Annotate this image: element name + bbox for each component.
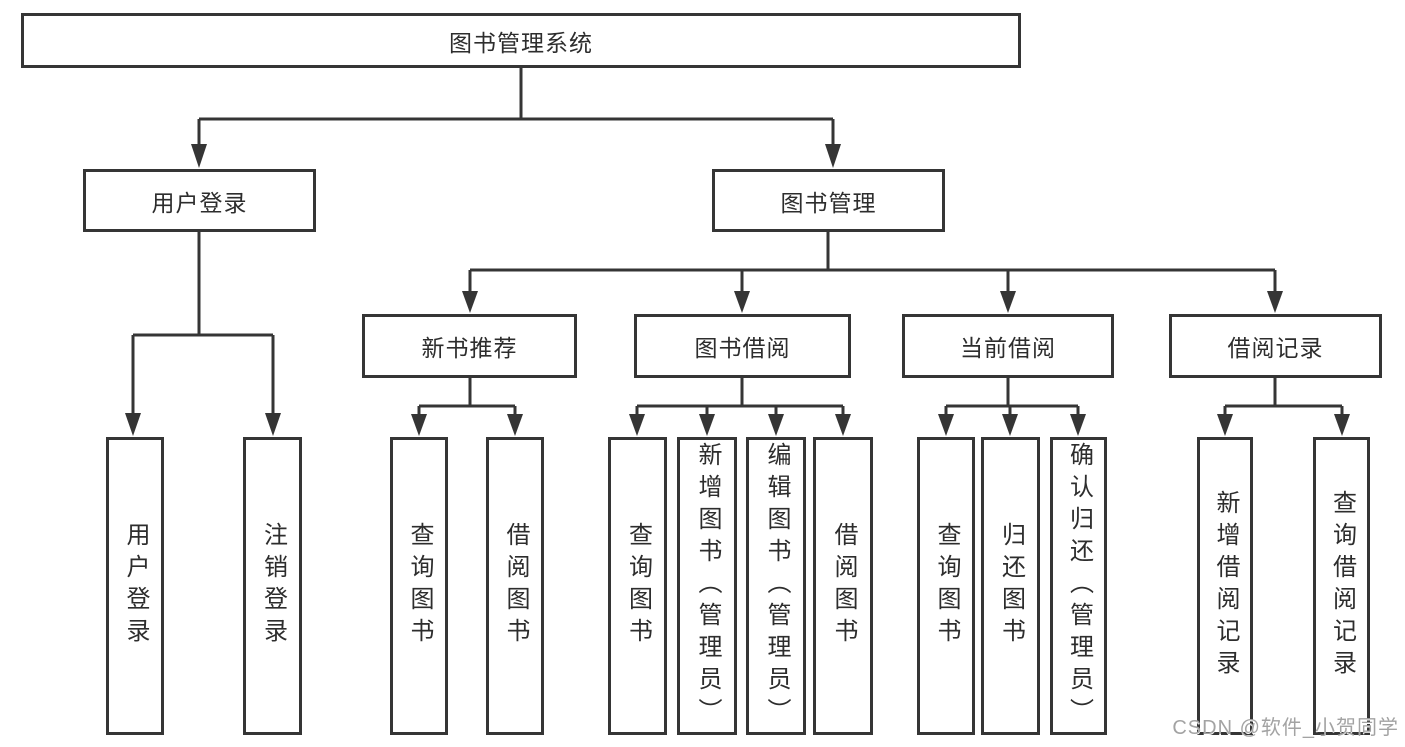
- node-root: 图书管理系统: [21, 13, 1021, 68]
- leaf-borrow-edit-admin: 编辑图书（管理员）: [746, 437, 806, 735]
- node-book-management-label: 图书管理: [780, 189, 877, 216]
- leaf-logout: 注销登录: [243, 437, 302, 735]
- leaf-current-return: 归还图书: [981, 437, 1040, 735]
- node-user-login-label: 用户登录: [151, 189, 248, 216]
- node-book-borrow-label: 图书借阅: [694, 335, 791, 361]
- leaf-borrow-query: 查询图书: [608, 437, 667, 735]
- node-new-book-recommend-label: 新书推荐: [421, 335, 518, 361]
- node-borrow-records: 借阅记录: [1169, 314, 1382, 378]
- node-user-login: 用户登录: [83, 169, 316, 232]
- node-book-borrow: 图书借阅: [634, 314, 851, 378]
- node-current-borrow: 当前借阅: [902, 314, 1114, 378]
- node-new-book-recommend: 新书推荐: [362, 314, 577, 378]
- leaf-borrow-add-admin: 新增图书（管理员）: [677, 437, 737, 735]
- node-current-borrow-label: 当前借阅: [960, 335, 1056, 361]
- leaf-newbook-borrow: 借阅图书: [486, 437, 544, 735]
- node-root-label: 图书管理系统: [449, 29, 593, 56]
- leaf-borrow-borrow: 借阅图书: [813, 437, 873, 735]
- leaf-records-query: 查询借阅记录: [1313, 437, 1370, 735]
- node-book-management: 图书管理: [712, 169, 945, 232]
- node-borrow-records-label: 借阅记录: [1227, 335, 1324, 361]
- csdn-watermark: CSDN @软件_小贺同学: [1172, 717, 1399, 739]
- arrowheads: [125, 144, 1350, 436]
- leaf-current-query: 查询图书: [917, 437, 975, 735]
- leaf-newbook-query: 查询图书: [390, 437, 448, 735]
- leaf-current-confirm-return-admin: 确认归还（管理员）: [1050, 437, 1107, 735]
- leaf-user-login: 用户登录: [106, 437, 164, 735]
- leaf-records-add: 新增借阅记录: [1197, 437, 1253, 735]
